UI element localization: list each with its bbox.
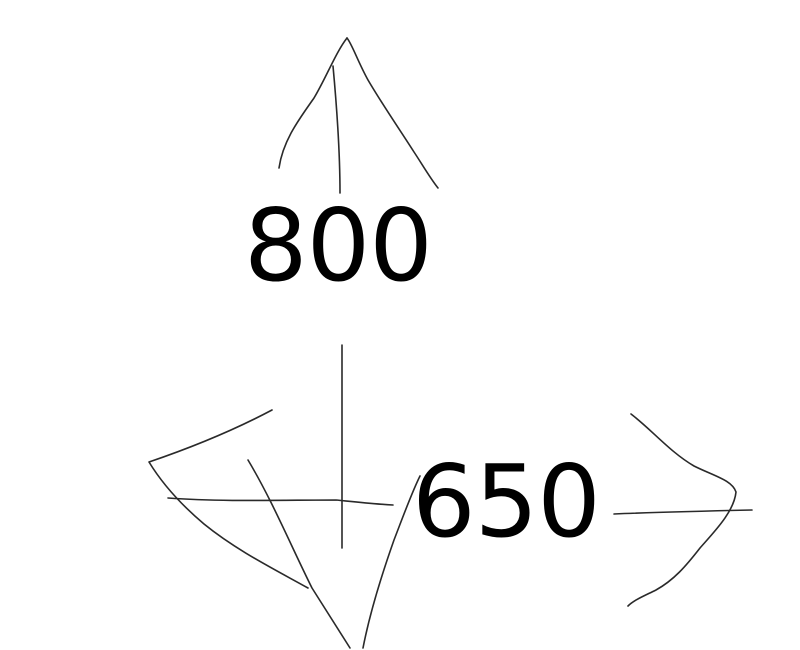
up-arrow [278,37,439,194]
up-arrow-shaft [332,65,341,194]
right-arrow-head-stroke [627,413,737,607]
down-arrow-left-wing [148,409,309,589]
down-arrow-right-stroke [362,475,421,649]
down-arrow-horizontal-stroke [167,497,394,506]
height-value-label: 650 [412,443,601,560]
down-arrow [148,409,421,649]
right-arrow [613,413,753,607]
right-arrow-shaft [613,509,753,515]
up-arrow-left-head-stroke [278,37,348,169]
down-arrow-inner-stroke [247,459,351,649]
width-value-label: 800 [244,187,433,304]
up-arrow-right-head-stroke [346,37,439,189]
